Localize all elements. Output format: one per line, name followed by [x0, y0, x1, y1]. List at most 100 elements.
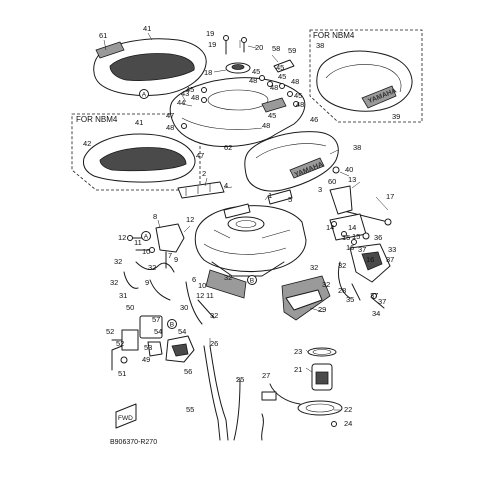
callout-2: 2 — [202, 169, 206, 178]
callout-45: 45 — [276, 63, 284, 72]
callout-48: 48 — [191, 93, 199, 102]
callout-30: 30 — [180, 303, 188, 312]
variant-box-left: FOR NBM4 — [71, 113, 201, 191]
callout-53: 53 — [144, 343, 152, 352]
callout-52: 52 — [106, 327, 114, 336]
callout-numbers: 41 61 43 44 19 19 20 18 58 59 45 48 45 4… — [83, 24, 400, 428]
callout-15: 15 — [352, 232, 360, 241]
callout-18: 18 — [204, 68, 212, 77]
callout-12: 12 — [186, 215, 194, 224]
diagram-reference-code: B906370-R270 — [110, 439, 157, 446]
callout-11: 11 — [134, 238, 142, 247]
callout-37: 37 — [358, 245, 366, 254]
callout-58: 58 — [272, 44, 280, 53]
callout-37: 37 — [378, 297, 386, 306]
callout-12: 12 — [196, 291, 204, 300]
callout-57: 57 — [152, 315, 160, 324]
fuel-hoses — [185, 281, 241, 441]
right-side-brackets — [329, 185, 392, 309]
callout-29: 29 — [318, 305, 326, 314]
callout-48: 48 — [296, 100, 304, 109]
grommet — [332, 166, 340, 174]
callout-16: 16 — [346, 243, 354, 252]
callout-45: 45 — [186, 85, 194, 94]
callout-16: 16 — [366, 255, 374, 264]
callout-48: 48 — [166, 123, 174, 132]
callout-48: 48 — [249, 76, 257, 85]
callout-17: 17 — [386, 192, 394, 201]
callout-38: 38 — [316, 41, 324, 50]
callout-9: 9 — [174, 255, 178, 264]
drain-hoses — [123, 261, 175, 301]
heat-shield — [205, 269, 331, 321]
callout-4: 4 — [224, 181, 228, 190]
callout-45: 45 — [278, 72, 286, 81]
callout-9: 9 — [145, 278, 149, 287]
callout-27: 27 — [262, 371, 270, 380]
callout-48: 48 — [270, 83, 278, 92]
callout-28: 28 — [338, 286, 346, 295]
callout-32: 32 — [224, 273, 232, 282]
fuel-tank-main — [194, 205, 307, 277]
callout-15: 15 — [342, 233, 350, 242]
callout-55: 55 — [186, 405, 194, 414]
callout-32: 32 — [114, 257, 122, 266]
callout-38: 38 — [353, 143, 361, 152]
callout-43: 43 — [181, 89, 189, 98]
fuel-cap-parts — [223, 35, 295, 74]
callout-14: 14 — [348, 223, 356, 232]
callout-41: 41 — [135, 118, 143, 127]
fwd-arrow-symbol: FWD — [115, 403, 137, 429]
callout-12: 12 — [118, 233, 126, 242]
callout-45: 45 — [294, 91, 302, 100]
callout-45: 45 — [252, 67, 260, 76]
callout-6: 6 — [192, 275, 196, 284]
callout-19: 19 — [206, 29, 214, 38]
callout-39: 39 — [392, 112, 400, 121]
tank-bracket-parts — [177, 181, 293, 219]
callout-7: 7 — [168, 251, 172, 260]
tank-top-cover — [169, 77, 306, 147]
callout-46: 46 — [310, 115, 318, 124]
callout-51: 51 — [118, 369, 126, 378]
callout-37: 37 — [386, 255, 394, 264]
side-cover-right: YAMAHA — [244, 131, 339, 192]
seat-cover-assembly — [93, 38, 207, 97]
callout-59: 59 — [288, 46, 296, 55]
callout-14: 14 — [326, 223, 334, 232]
marker-b: B — [170, 322, 174, 329]
callout-50: 50 — [126, 303, 134, 312]
callout-26: 26 — [210, 339, 218, 348]
variant-box-top-right: FOR NBM4 YAMAHA — [309, 29, 423, 123]
leader-lines — [103, 32, 389, 411]
callout-32: 32 — [210, 311, 218, 320]
callout-22: 22 — [344, 405, 352, 414]
callout-33: 33 — [388, 245, 396, 254]
variant-box-title: FOR NBM4 — [313, 31, 355, 40]
fuel-pump-assembly — [261, 347, 343, 441]
callout-20: 20 — [255, 43, 263, 52]
callout-47: 47 — [166, 111, 174, 120]
callout-60: 60 — [328, 177, 336, 186]
callout-48: 48 — [291, 77, 299, 86]
callout-41: 41 — [143, 24, 151, 33]
marker-b: B — [250, 278, 254, 285]
callout-44: 44 — [177, 98, 185, 107]
callout-48: 48 — [262, 121, 270, 130]
callout-25: 25 — [236, 375, 244, 384]
callout-54: 54 — [154, 327, 162, 336]
callout-32: 32 — [310, 263, 318, 272]
callout-3: 3 — [318, 185, 322, 194]
callout-62: 62 — [224, 143, 232, 152]
reference-markers: A A B B — [139, 89, 257, 329]
callout-35: 35 — [346, 295, 354, 304]
callout-54: 54 — [178, 327, 186, 336]
callout-40: 40 — [345, 165, 353, 174]
callout-45: 45 — [268, 111, 276, 120]
callout-32: 32 — [110, 278, 118, 287]
left-bracket-parts — [127, 223, 185, 269]
callout-23: 23 — [294, 347, 302, 356]
variant-box-title: FOR NBM4 — [76, 115, 118, 124]
callout-8: 8 — [153, 212, 157, 221]
callout-5: 5 — [288, 195, 292, 204]
